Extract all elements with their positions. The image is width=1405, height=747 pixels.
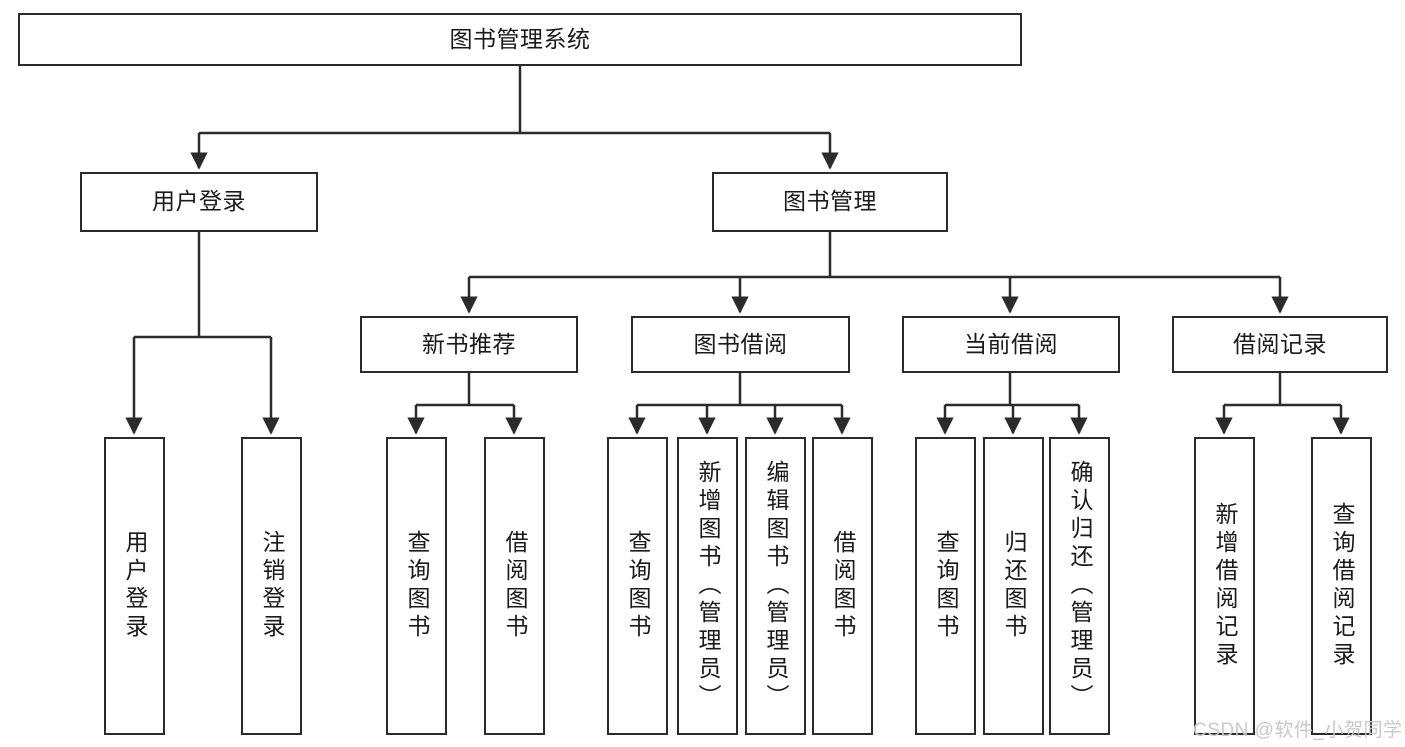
node-book-borrow[interactable]: 图书借阅: [631, 316, 850, 373]
leaf-user-login-login[interactable]: 用户登录: [104, 437, 165, 735]
leaf-book-borrow-edit-label: 编辑图书（管理员）: [763, 460, 789, 712]
node-new-book-recommend-label: 新书推荐: [422, 330, 516, 357]
leaf-borrow-record-query[interactable]: 查询借阅记录: [1311, 437, 1372, 735]
leaf-book-borrow-query-label: 查询图书: [625, 530, 651, 642]
leaf-borrow-record-query-label: 查询借阅记录: [1329, 502, 1355, 670]
leaf-book-borrow-edit[interactable]: 编辑图书（管理员）: [745, 437, 806, 735]
node-user-login[interactable]: 用户登录: [80, 172, 318, 232]
node-book-management-label: 图书管理: [783, 188, 877, 215]
node-current-borrow-label: 当前借阅: [964, 330, 1058, 357]
node-user-login-label: 用户登录: [152, 188, 246, 215]
node-new-book-recommend[interactable]: 新书推荐: [360, 316, 578, 373]
leaf-new-book-borrow-label: 借阅图书: [502, 530, 528, 642]
leaf-current-borrow-return-label: 归还图书: [1001, 530, 1027, 642]
leaf-book-borrow-add-label: 新增图书（管理员）: [695, 460, 721, 712]
leaf-user-login-login-label: 用户登录: [122, 530, 148, 642]
leaf-current-borrow-return[interactable]: 归还图书: [983, 437, 1044, 735]
node-current-borrow[interactable]: 当前借阅: [902, 316, 1120, 373]
node-book-management[interactable]: 图书管理: [712, 172, 948, 232]
leaf-user-login-logout-label: 注销登录: [259, 530, 285, 642]
node-root-system[interactable]: 图书管理系统: [18, 13, 1022, 66]
leaf-current-borrow-query-label: 查询图书: [933, 530, 959, 642]
leaf-book-borrow-borrow[interactable]: 借阅图书: [812, 437, 873, 735]
leaf-new-book-borrow[interactable]: 借阅图书: [484, 437, 545, 735]
leaf-current-borrow-query[interactable]: 查询图书: [915, 437, 976, 735]
node-borrow-record[interactable]: 借阅记录: [1172, 316, 1388, 373]
leaf-borrow-record-add-label: 新增借阅记录: [1212, 502, 1238, 670]
leaf-borrow-record-add[interactable]: 新增借阅记录: [1194, 437, 1255, 735]
node-book-borrow-label: 图书借阅: [693, 330, 788, 357]
leaf-book-borrow-borrow-label: 借阅图书: [830, 530, 856, 642]
leaf-new-book-query-label: 查询图书: [404, 530, 430, 642]
leaf-new-book-query[interactable]: 查询图书: [386, 437, 447, 735]
leaf-book-borrow-add[interactable]: 新增图书（管理员）: [677, 437, 738, 735]
leaf-current-borrow-confirm-label: 确认归还（管理员）: [1067, 460, 1093, 712]
leaf-book-borrow-query[interactable]: 查询图书: [607, 437, 668, 735]
node-borrow-record-label: 借阅记录: [1233, 330, 1327, 357]
leaf-user-login-logout[interactable]: 注销登录: [241, 437, 302, 735]
node-root-system-label: 图书管理系统: [449, 25, 591, 52]
leaf-current-borrow-confirm[interactable]: 确认归还（管理员）: [1049, 437, 1110, 735]
